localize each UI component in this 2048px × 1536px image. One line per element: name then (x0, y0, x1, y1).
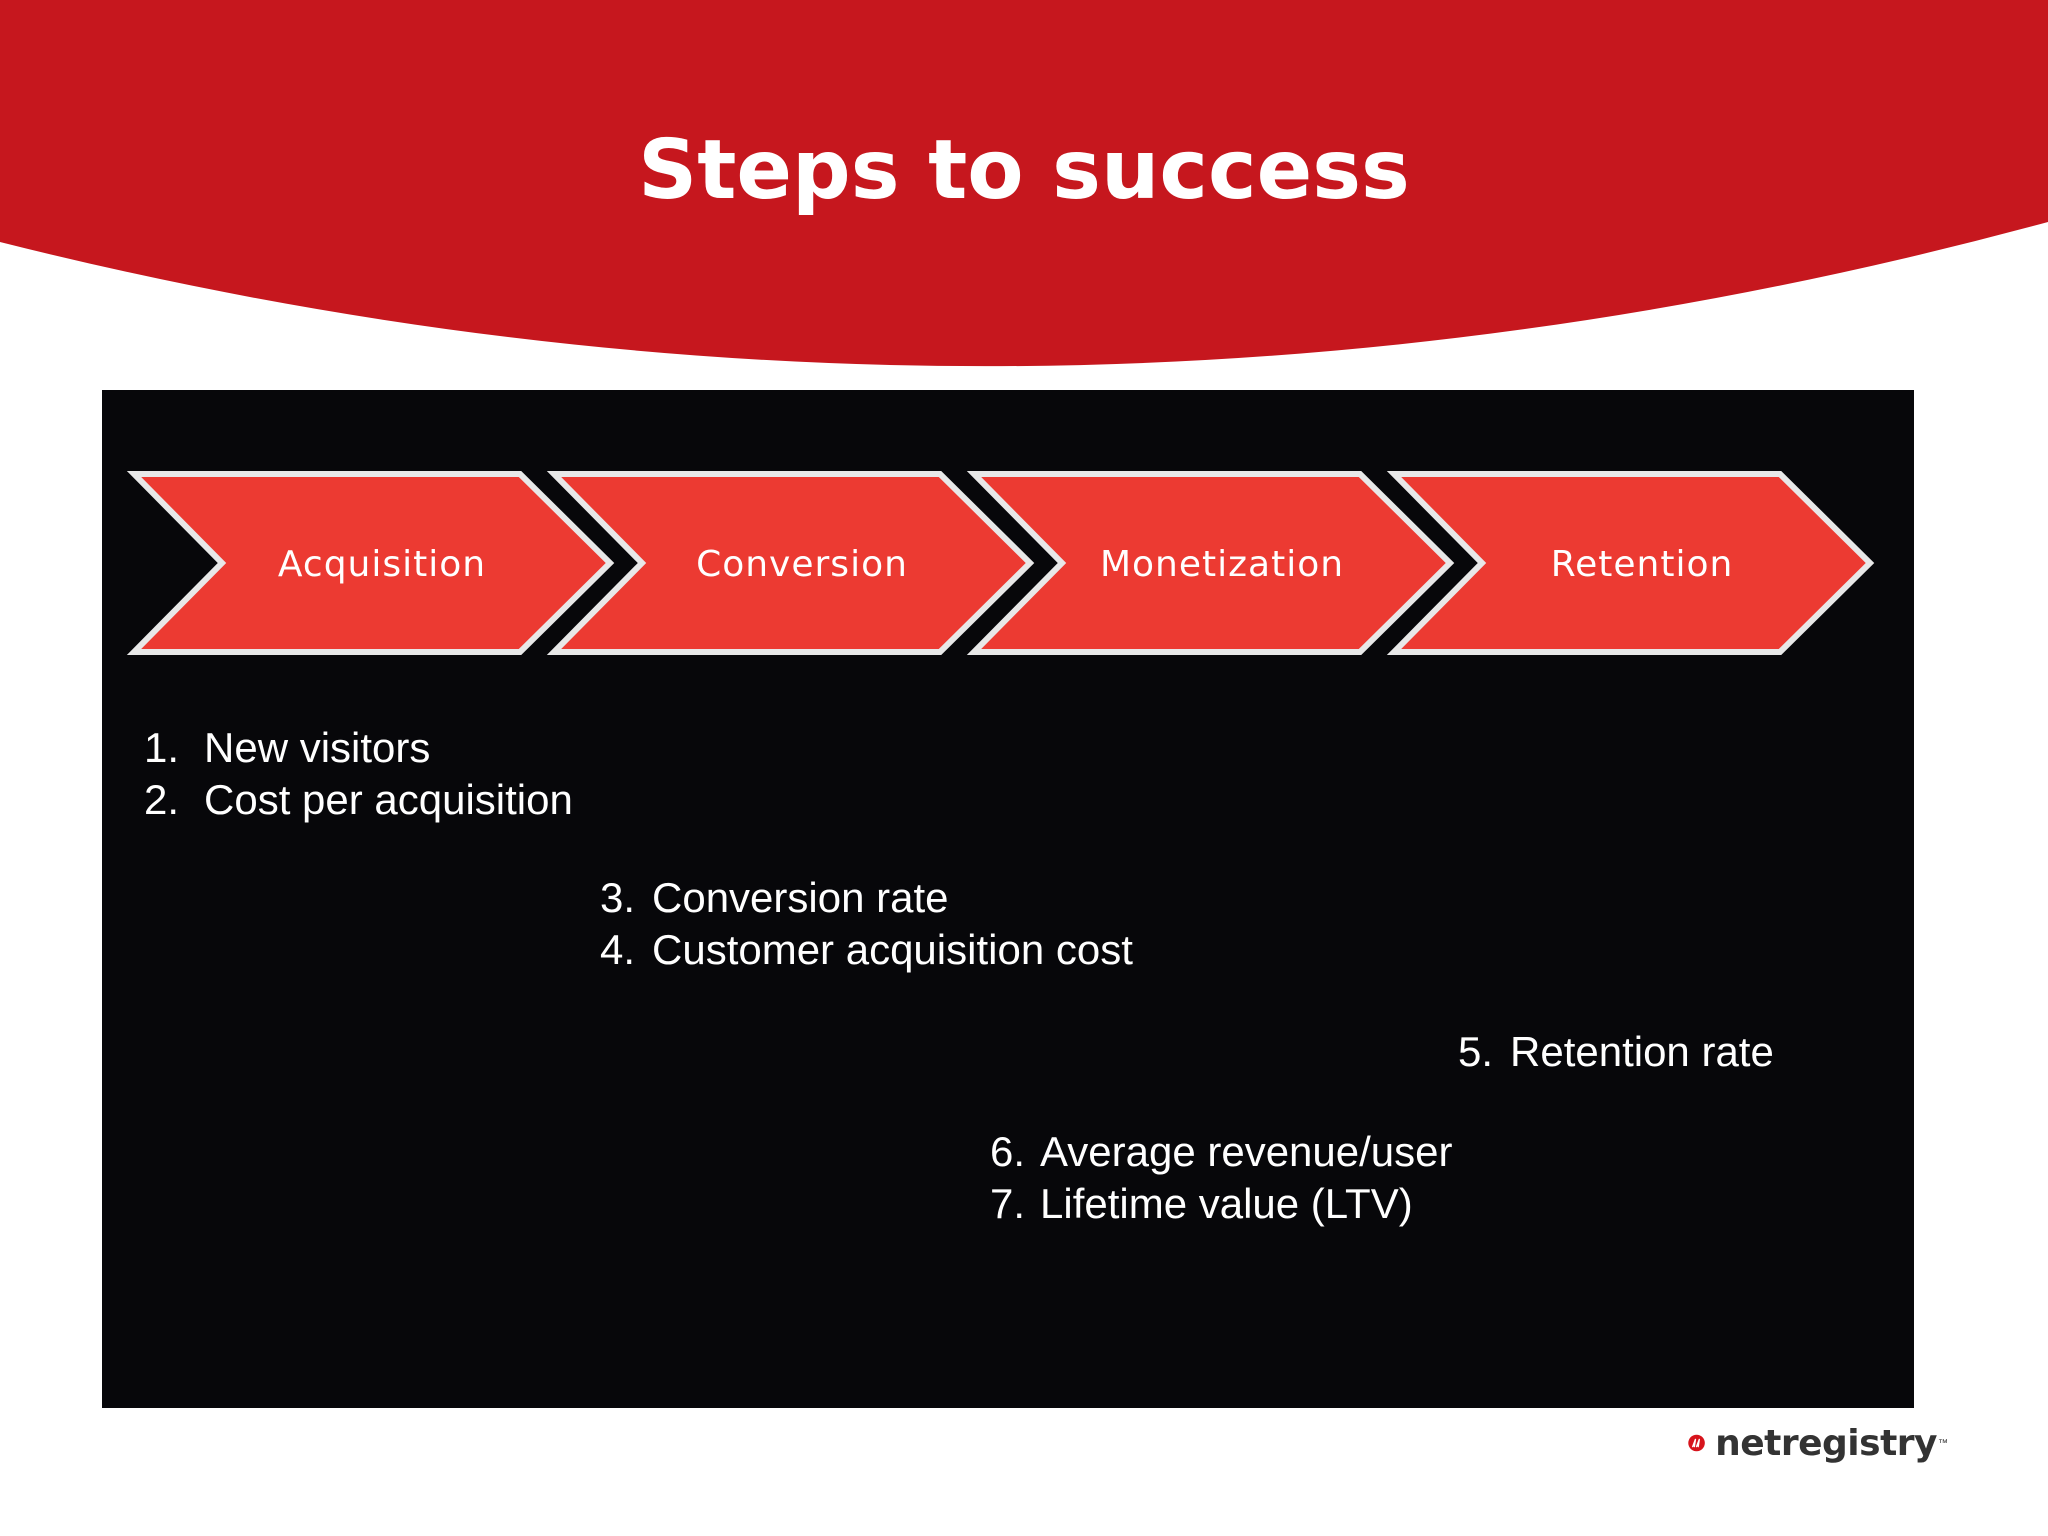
metrics-monetization: 6.Average revenue/user 7.Lifetime value … (990, 1126, 1453, 1230)
metric-item: 7.Lifetime value (LTV) (990, 1180, 1413, 1227)
chevron-label-monetization: Monetization (1100, 544, 1344, 585)
header-banner (0, 0, 2048, 367)
metrics-conversion: 3.Conversion rate 4.Customer acquisition… (600, 872, 1133, 976)
metrics-acquisition: 1.New visitors 2.Cost per acquisition (144, 722, 573, 826)
chevron-stage-1: Acquisition (126, 471, 615, 655)
chevron-label-acquisition: Acquisition (278, 544, 486, 585)
process-chevrons: Acquisition Conversion Monetization Rete… (126, 471, 1875, 655)
brand-name: netregistry (1715, 1422, 1937, 1464)
chevron-label-conversion: Conversion (696, 544, 908, 585)
metrics-retention: 5.Retention rate (1458, 1026, 1774, 1078)
chevron-stage-3: Monetization (966, 471, 1455, 655)
metric-item: 3.Conversion rate (600, 874, 949, 921)
metric-item: 2.Cost per acquisition (144, 776, 573, 823)
metric-item: 6.Average revenue/user (990, 1128, 1453, 1175)
metric-item: 1.New visitors (144, 724, 431, 771)
netregistry-logo-icon (1688, 1434, 1705, 1452)
metric-item: 4.Customer acquisition cost (600, 926, 1133, 973)
diagram-panel: Acquisition Conversion Monetization Rete… (102, 390, 1914, 1408)
chevron-stage-2: Conversion (546, 471, 1035, 655)
metric-item: 5.Retention rate (1458, 1028, 1774, 1075)
chevron-label-retention: Retention (1551, 544, 1734, 585)
brand-trademark: ™ (1938, 1437, 1948, 1449)
slide-title: Steps to success (638, 123, 1410, 218)
chevron-stage-4: Retention (1386, 471, 1875, 655)
